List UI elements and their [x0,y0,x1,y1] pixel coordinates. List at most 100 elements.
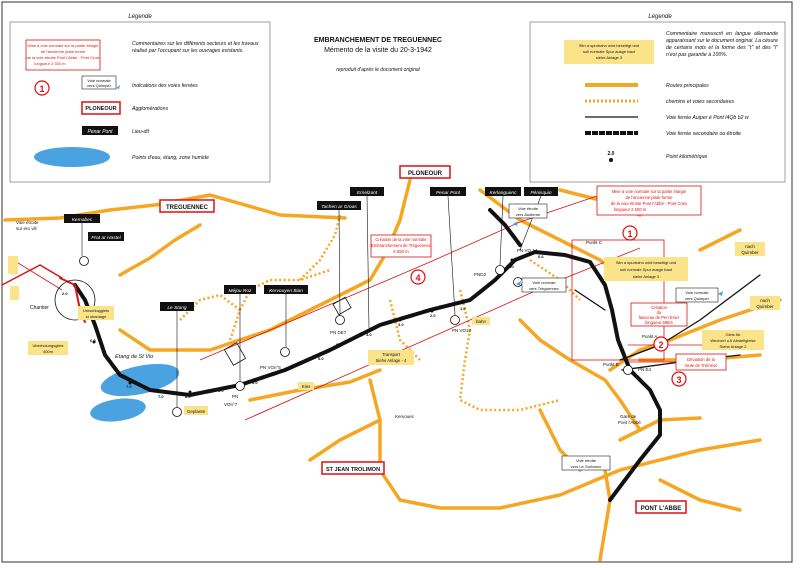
legend-track-label-box [81,75,117,90]
place-treguennec: TREGUENNEC [166,205,209,211]
label-pn-von5: PN VOn°5 [260,365,281,370]
page-subtitle: Mémento de la visite du 20-3-1942 [324,47,432,54]
km-dot [510,258,514,262]
label-pn-vo14: PN VO 14 [517,248,538,253]
lieudit-kerlanguenc: Kerlanguenc [490,190,518,196]
km-label: 7.0 [158,394,164,399]
km-dot [160,389,164,393]
callout-1-number: 1 [627,229,632,239]
km-label: 1.00 [506,264,515,269]
buildings [223,296,352,366]
km-dot [398,318,402,322]
label-gleis-wechsel: Gleis für [726,332,742,337]
label-uberholungsgleis: Uberholungsgleis [33,343,64,348]
legend-lieudit-label: Penar Pont [87,129,113,135]
label-umschlaggleis: st ubanlage [86,314,107,319]
label-voie-normale-treguennec: vers Tréguennec [529,286,559,291]
rail-secondary [488,208,522,247]
crossing-circle [280,347,290,357]
km-label: 6.0 [252,380,258,385]
leader-line [499,195,504,266]
place-st-jean: ST JEAN TROLIMON [326,467,380,473]
callout-1-line: de l'ancienne plate-forme [626,195,674,200]
road [118,178,412,352]
legend-yellow-line: soll normale Spur ausge baut [583,49,636,54]
label-bahn: bahn [476,319,487,324]
lieudit-mejou-roz: Méjou Roz [229,288,253,294]
legend-left: Légende Mise à voie normale sur la parti… [9,14,271,183]
km-label: 2.0 [62,291,68,296]
annotation-lines [9,194,710,421]
legend-rail-secondary: Voie ferrée secondaire ou étroite [666,131,741,137]
label-gleis-wechsel: Wechsel u.5 Abstellgleise [710,338,756,343]
yellow-note [184,406,208,415]
lieudit-kervouyen-bian: Kervouyen Bian [269,288,303,294]
crossing-circle [450,315,460,325]
callout-1-line: longueur 2 500 m [614,207,647,212]
track-label-box [521,277,567,293]
km-dot [128,381,132,385]
km-dot [188,390,192,394]
crossing-circle [79,256,89,266]
crossing-circle [172,407,182,417]
callout-4-number: 4 [415,273,420,283]
legend-water-text: Points d'eau, étang, zone humide [132,155,209,161]
places: PLONEOUR TREGUENNEC ST JEAN TROLIMON PON… [159,165,687,514]
leader-lines [81,195,542,407]
railways [1,208,761,502]
legend-rail-main: Voie ferrée Auiper é Pont l4Qb b2 w [666,115,750,121]
label-geplante: Geplante [187,409,206,414]
km-dots [92,250,542,394]
legend-pk-text: Point kilométrique [666,154,707,160]
callouts: Mise à voie normale sur la partie élargi… [370,185,727,387]
legend-track-label-line: vers Quimper [87,83,112,88]
label-voie-etroite-audierne: vers Audierne [516,212,541,217]
legend-red-note-desc: Commentaires sur les différents secteurs… [132,41,259,54]
label-gare: Pont l'Abbé [618,420,641,425]
label-voie-normale-quimper: Voie normale [685,290,709,295]
leader-line [366,195,370,329]
km-label: 6.0 [336,342,342,347]
road [248,368,382,402]
place-box [399,165,451,179]
km-dot [92,340,96,344]
yellow-note [8,256,18,274]
callout-1-line: de la voie étroite Pont l'Abbé - Pont Cr… [611,201,688,206]
rail-main [574,289,606,311]
callout-2-line: faisceau de Pen Enez [639,315,680,320]
crossing-circle [513,277,523,287]
legend-yellow-line: siehe Anlage 3 [596,55,623,60]
km-labels: 2.0 6.0 7.0 7.0 6.0 6.0 6.0 5.0 4.0 3.0 … [62,254,544,399]
legend-marker-number: 1 [39,84,44,94]
label-voie-etroite-guilvinec: vers Le Guilvinec [571,464,602,469]
lieudit-penisquin: Pénisquin [530,190,551,196]
yellow-note [10,286,19,300]
minor-road [458,289,561,412]
label-pn-e4: PN E4 [638,367,652,372]
lieudit-tachen-ar-groas: Tachen ar Groas [321,204,357,210]
callout-box [596,185,702,216]
km-label: 4.0 [366,332,372,337]
legend-agglo-label: PLONEOUR [85,106,116,112]
callout-1-line: Mise à voie normale sur la partie élargi… [612,189,687,194]
km-dot [367,328,371,332]
label-spurbahn: Sitn a spurbahn wird beseitigt und [616,260,676,265]
legend-road-minor: chemins et voies secondaires [666,99,734,105]
legend-right: Légende Sitn a spurbahn wird beseitigt u… [529,14,786,183]
yellow-note [298,382,314,390]
label-pn-vo12: PN VO12 [452,328,472,333]
callout-3-marker [671,371,687,387]
km-dot [460,300,464,304]
label-etang: Etang de St Vio [115,354,153,360]
callout-box [675,353,727,371]
annotation-line [199,194,601,361]
callout-4-line: 6 550 m [393,249,409,254]
label-punkt-a: Punkt A [642,334,658,339]
label-spurbahn: siehe Anlage 3 [633,274,660,279]
label-punkt-c: Punkt C [586,240,603,245]
roads-main [3,178,782,562]
legend-marker-circle [34,80,50,96]
building [223,342,247,366]
km-label: 3.0 [398,322,404,327]
km-dot [430,309,434,313]
